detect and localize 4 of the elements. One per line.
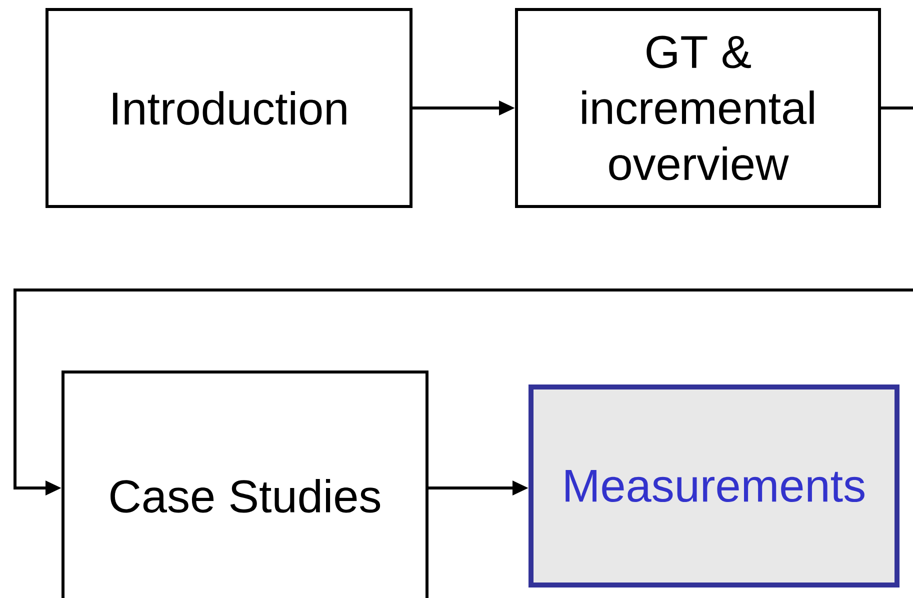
highlighted-box: Measurements <box>528 384 900 588</box>
process-box: Introduction <box>46 8 412 208</box>
process-box: GT & incremental overview <box>515 8 881 208</box>
process-box: Case Studies <box>62 370 428 598</box>
